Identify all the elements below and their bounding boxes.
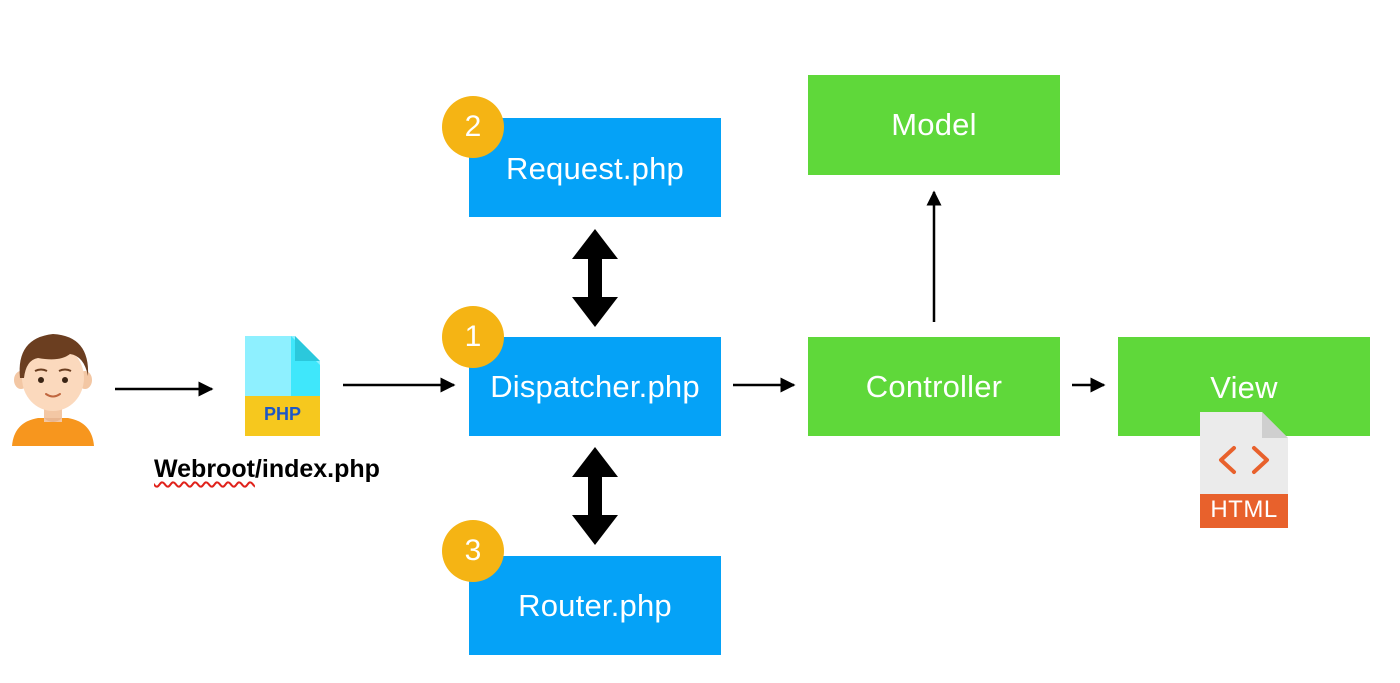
html-file-label: HTML — [1210, 496, 1278, 523]
router-node: Router.php — [469, 556, 721, 655]
dispatcher-node: Dispatcher.php — [469, 337, 721, 436]
step-badge-router: 3 — [442, 520, 504, 582]
php-file-icon: PHP — [245, 336, 320, 436]
controller-node: Controller — [808, 337, 1060, 436]
user-avatar-icon — [12, 334, 94, 446]
dispatcher-node-label: Dispatcher.php — [490, 368, 700, 404]
controller-node-label: Controller — [865, 368, 1003, 404]
model-node: Model — [808, 75, 1060, 175]
entry-file-label: Webroot/index.php — [154, 455, 380, 484]
step-badge-request: 2 — [442, 96, 504, 158]
model-node-label: Model — [891, 107, 977, 142]
double-arrow-dispatcher-router — [572, 447, 618, 545]
double-arrow-request-dispatcher — [572, 229, 618, 327]
view-node-label: View — [1210, 370, 1278, 405]
request-node: Request.php — [469, 118, 721, 217]
router-node-label: Router.php — [518, 587, 672, 623]
entry-file-label-main: Webroot — [154, 455, 255, 483]
html-file-icon: HTML — [1200, 412, 1288, 528]
php-file-label: PHP — [263, 404, 301, 424]
request-node-label: Request.php — [506, 150, 684, 186]
entry-file-label-rest: /index.php — [254, 455, 380, 483]
step-badge-dispatcher: 1 — [442, 306, 504, 368]
